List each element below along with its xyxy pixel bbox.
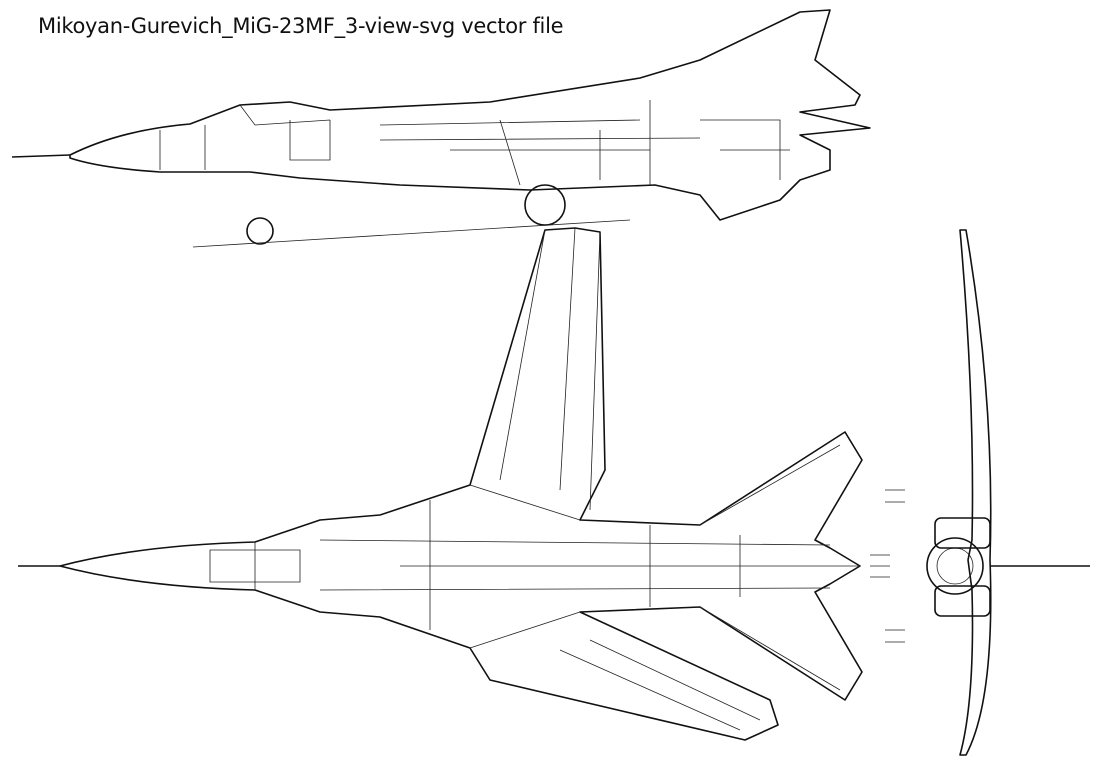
side-view bbox=[11, 9, 871, 248]
drawing-title: Mikoyan-Gurevich_MiG-23MF_3-view-svg vec… bbox=[38, 14, 564, 38]
front-view bbox=[926, 229, 1090, 756]
top-view bbox=[18, 227, 905, 741]
